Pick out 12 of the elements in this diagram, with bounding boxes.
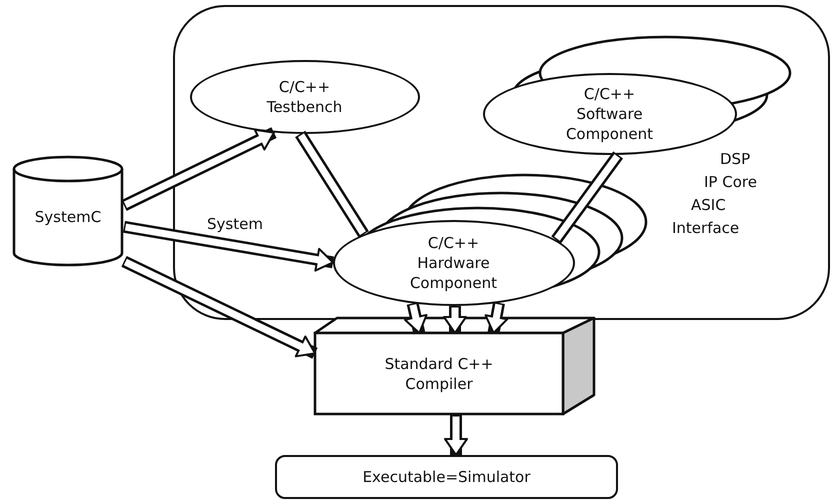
component-type-label: Interface — [672, 219, 740, 237]
node-label: Executable=Simulator — [362, 467, 530, 487]
node-label: C/C++ Testbench — [266, 76, 344, 116]
node-label: Standard C++ Compiler — [384, 354, 494, 394]
node-label: C/C++ Software Component — [564, 84, 654, 144]
result-box — [275, 455, 618, 499]
component-type-label: ASIC — [691, 196, 726, 214]
container-label: System — [207, 215, 263, 233]
node-label: C/C++ Hardware Component — [408, 232, 498, 292]
component-type-label: IP Core — [704, 173, 757, 191]
node-label: SystemC — [34, 207, 102, 227]
component-type-label: DSP — [720, 150, 750, 168]
